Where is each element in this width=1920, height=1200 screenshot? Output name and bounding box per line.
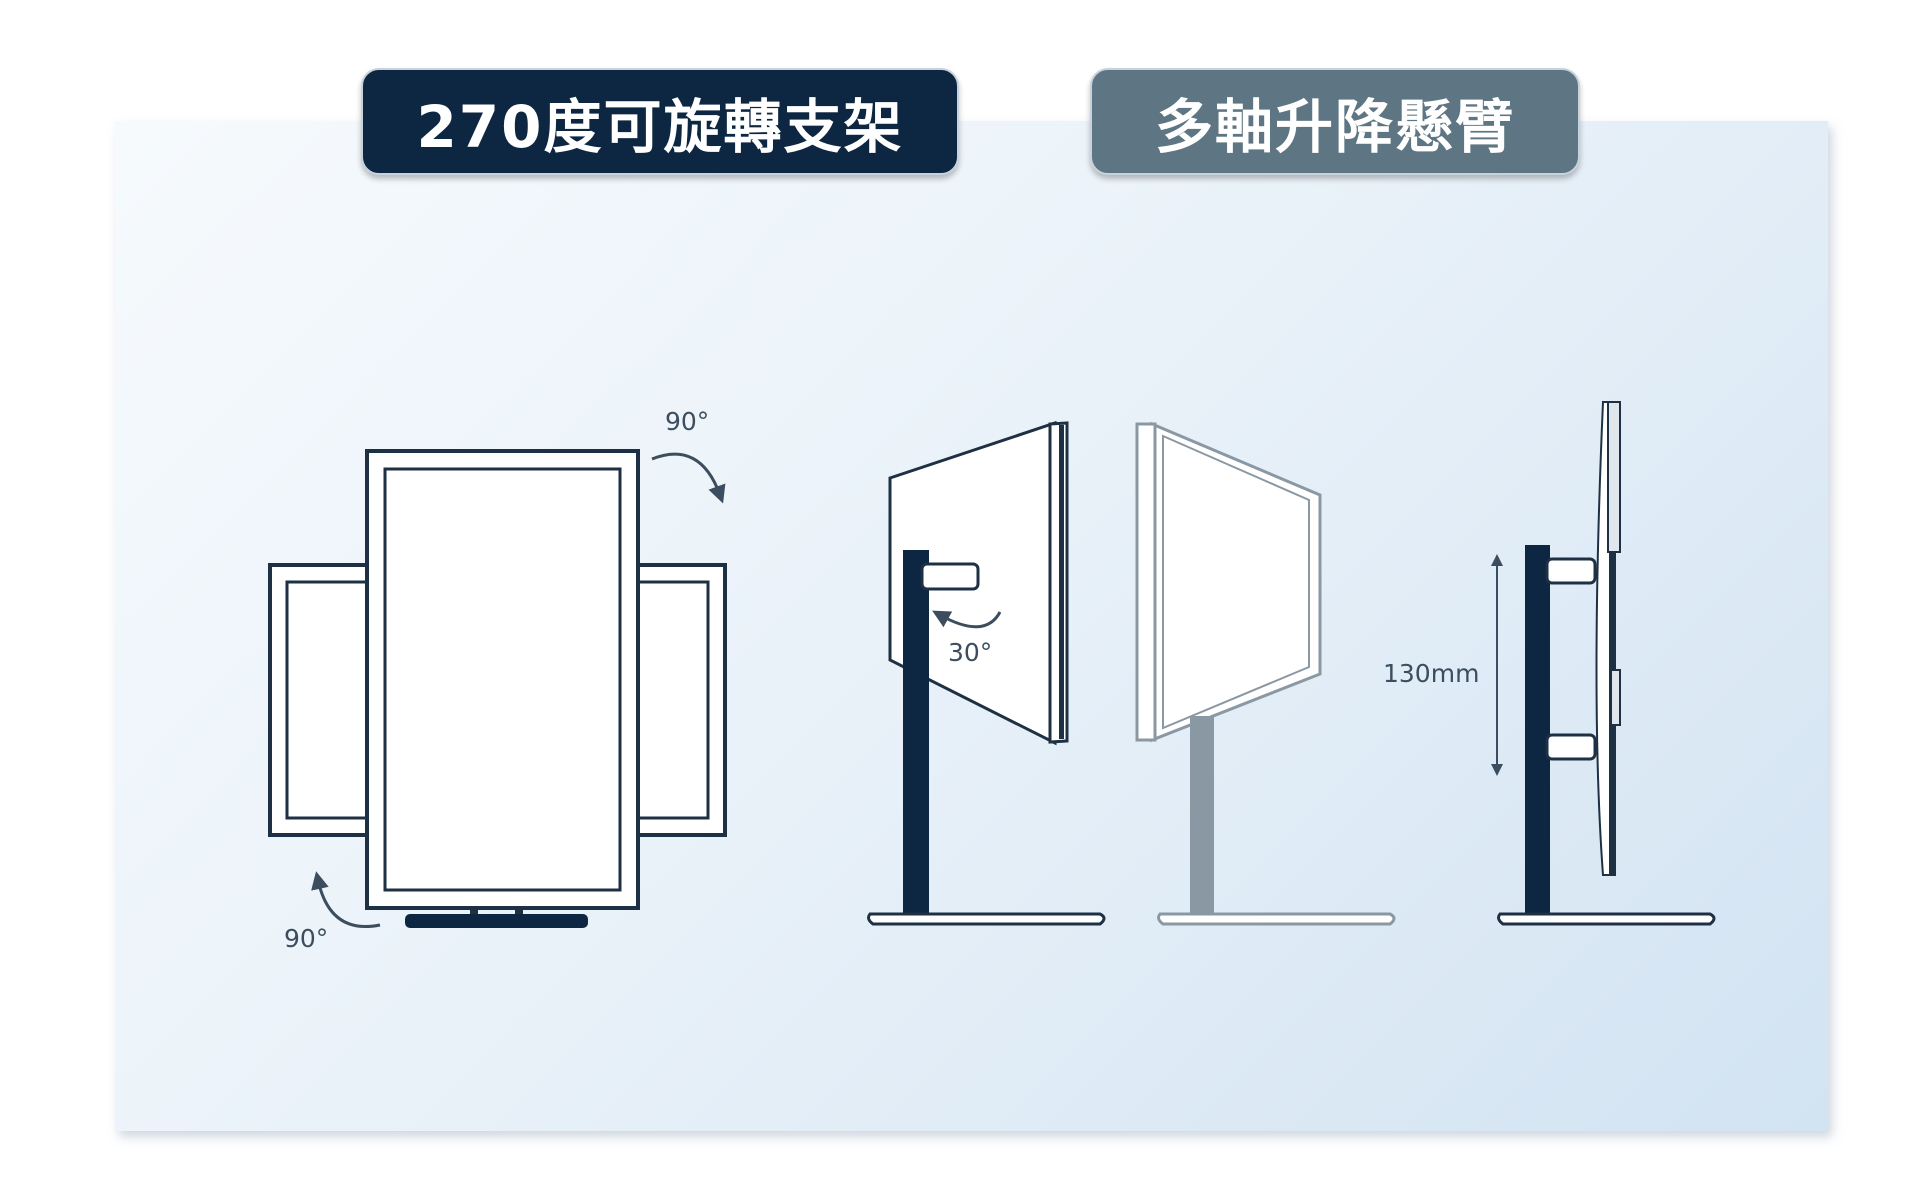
rotation-diagram: 90° 90° [268,407,727,953]
tilt-arrow-icon [932,610,1002,629]
multi-axis-arm-title: 多軸升降懸臂 [1090,68,1580,175]
rotate-clockwise-arrow-icon [651,452,726,504]
portrait-monitor-icon [365,449,640,928]
rotate-bottom-angle-label: 90° [284,924,328,953]
tilt-angle-label: 30° [948,638,992,667]
landscape-right-monitor-icon [633,563,727,837]
landscape-left-monitor-icon [268,563,372,837]
height-adjust-diagram: 130mm [1383,401,1716,926]
height-range-label: 130mm [1383,659,1479,688]
tilt-monitor-diagram: 30° [867,420,1106,926]
rotate-stand-title: 270度可旋轉支架 [361,68,959,175]
rotate-stand-title-text: 270度可旋轉支架 [416,92,904,161]
swivel-monitor-diagram [1135,421,1396,926]
rotate-counterclockwise-arrow-icon [311,871,381,928]
multi-axis-arm-title-text: 多軸升降懸臂 [1154,92,1515,161]
rotate-top-angle-label: 90° [665,407,709,436]
